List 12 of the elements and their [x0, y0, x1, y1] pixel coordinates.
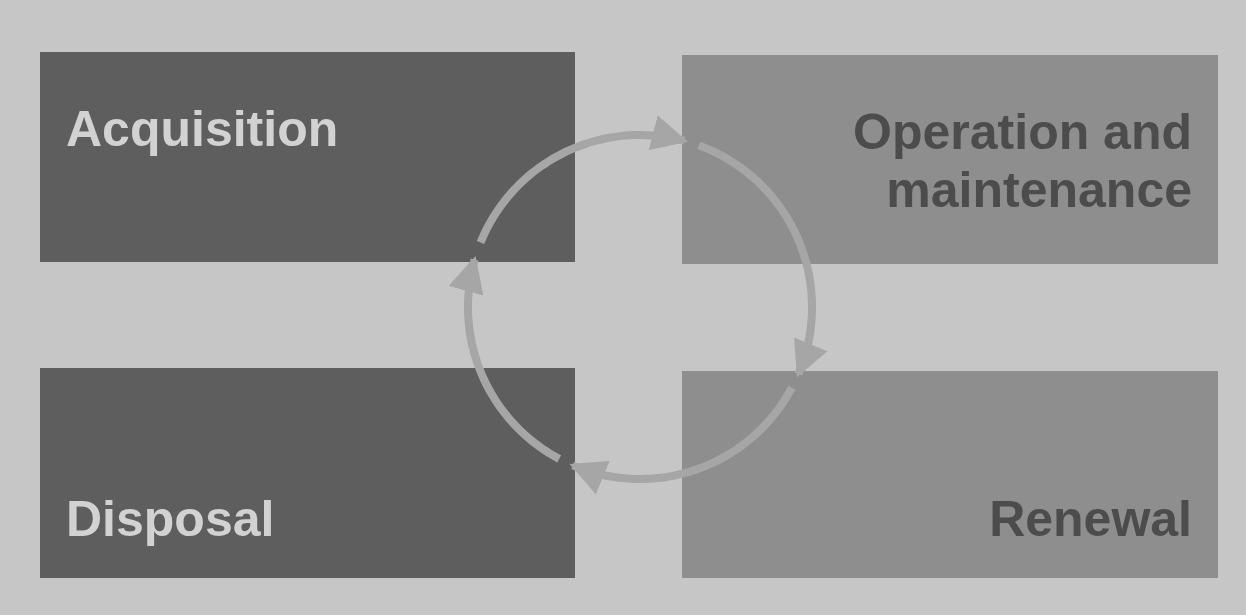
stage-label: Operation and maintenance: [852, 103, 1192, 219]
stage-box: [40, 368, 575, 578]
stage-label: Disposal: [66, 490, 276, 548]
stage-label: Acquisition: [66, 100, 340, 158]
cycle-arrow: [448, 256, 562, 463]
stage-label: Renewal: [988, 490, 1192, 548]
stage-box: [40, 52, 575, 262]
stage-box: [682, 371, 1218, 578]
cycle-arrow: [697, 141, 828, 378]
stage-box: [682, 55, 1218, 264]
cycle-arrow: [476, 115, 688, 245]
cycle-arrow: [569, 385, 796, 495]
